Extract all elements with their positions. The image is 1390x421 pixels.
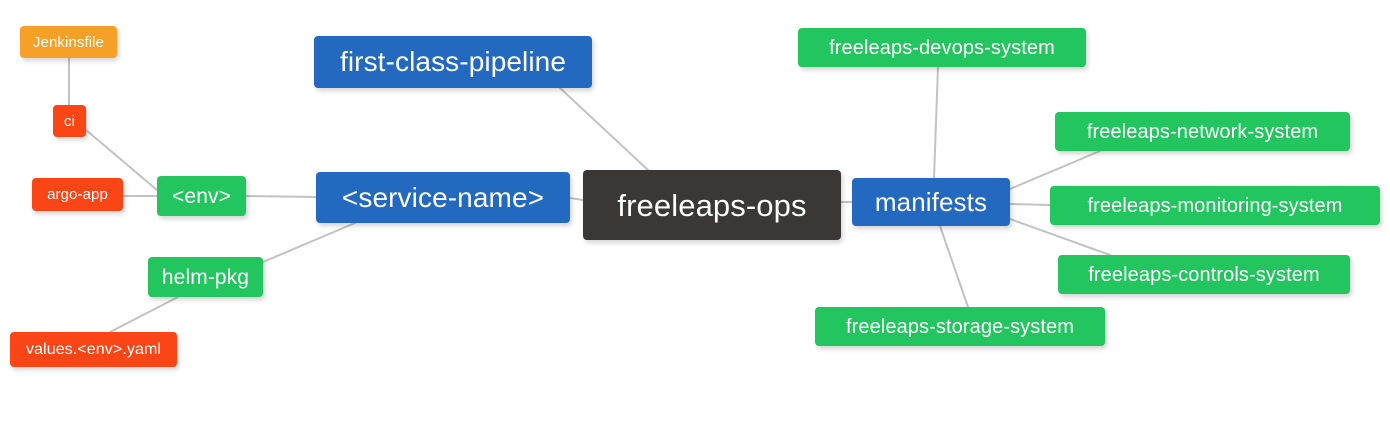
node-argo-app[interactable]: argo-app: [32, 178, 123, 211]
node-label: Jenkinsfile: [32, 33, 105, 51]
node-storage-system[interactable]: freeleaps-storage-system: [815, 307, 1105, 346]
edge-helm-pkg-to-values-env-yaml: [109, 296, 179, 333]
edge-manifests-to-storage-system: [939, 225, 969, 308]
node-devops-system[interactable]: freeleaps-devops-system: [798, 28, 1086, 67]
edge-service-name-to-helm-pkg: [262, 222, 356, 263]
node-monitoring-system[interactable]: freeleaps-monitoring-system: [1050, 186, 1380, 225]
edge-first-class-pipeline-to-freeleaps-ops: [559, 87, 649, 171]
node-first-class-pipeline[interactable]: first-class-pipeline: [314, 36, 592, 88]
edge-manifests-to-devops-system: [933, 66, 939, 179]
edge-service-name-to-freeleaps-ops: [569, 197, 584, 201]
node-label: freeleaps-devops-system: [829, 36, 1055, 59]
node-label: ci: [63, 112, 76, 130]
node-label: freeleaps-network-system: [1086, 120, 1319, 143]
node-values-env-yaml[interactable]: values.<env>.yaml: [10, 332, 177, 367]
node-label: freeleaps-monitoring-system: [1087, 194, 1343, 217]
node-freeleaps-ops[interactable]: freeleaps-ops: [583, 170, 841, 240]
node-network-system[interactable]: freeleaps-network-system: [1055, 112, 1350, 151]
node-helm-pkg[interactable]: helm-pkg: [148, 257, 263, 297]
node-label: first-class-pipeline: [339, 46, 567, 77]
node-label: argo-app: [47, 186, 108, 203]
node-service-name[interactable]: <service-name>: [316, 172, 570, 223]
node-controls-system[interactable]: freeleaps-controls-system: [1058, 255, 1350, 294]
node-label: helm-pkg: [161, 265, 250, 289]
edge-env-to-service-name: [245, 195, 317, 198]
node-label: values.<env>.yaml: [25, 340, 162, 358]
edge-manifests-to-network-system: [1009, 150, 1101, 190]
node-label: <env>: [172, 184, 231, 208]
node-manifests[interactable]: manifests: [852, 178, 1010, 226]
edge-manifests-to-monitoring-system: [1009, 203, 1051, 206]
node-ci[interactable]: ci: [53, 105, 86, 137]
node-label: freeleaps-ops: [617, 187, 807, 223]
node-label: <service-name>: [341, 181, 545, 213]
node-env[interactable]: <env>: [157, 176, 246, 216]
node-label: manifests: [874, 187, 988, 217]
node-jenkinsfile[interactable]: Jenkinsfile: [20, 26, 117, 58]
node-label: freeleaps-storage-system: [845, 315, 1075, 338]
node-label: freeleaps-controls-system: [1088, 263, 1320, 286]
